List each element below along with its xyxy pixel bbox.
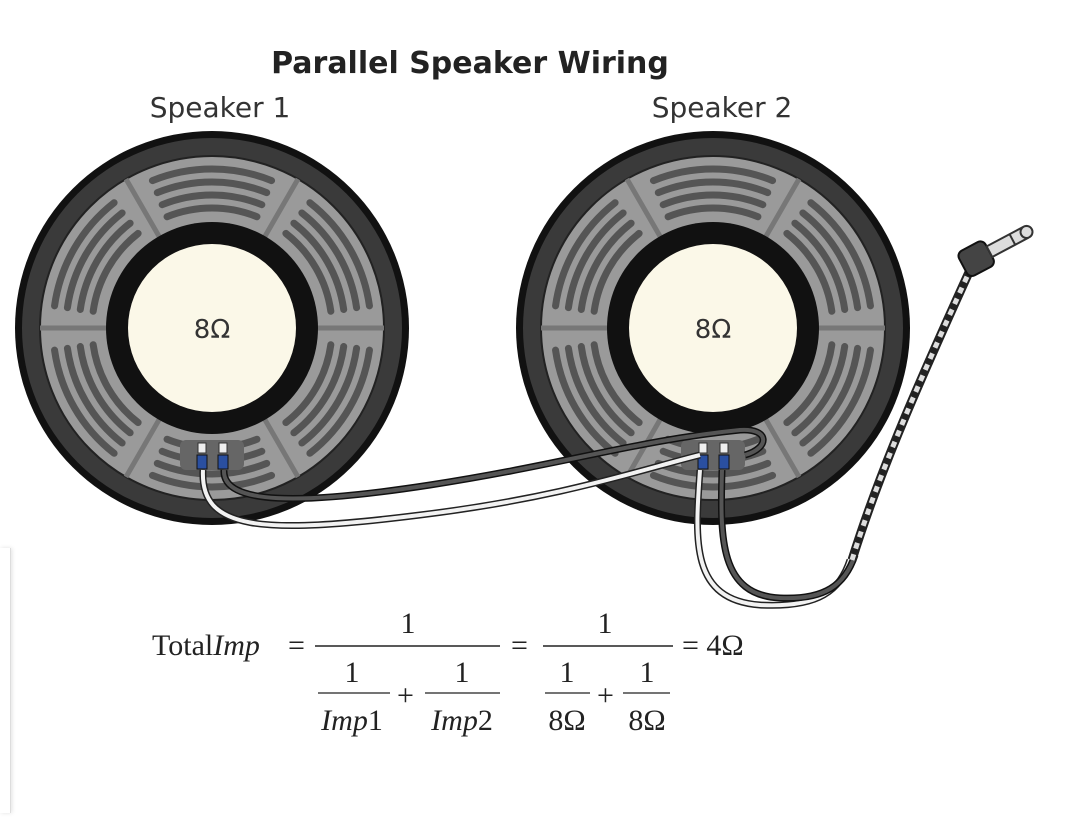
svg-text:1: 1 (455, 656, 470, 689)
speaker-2-label: Speaker 2 (652, 91, 793, 124)
svg-text:8Ω: 8Ω (628, 704, 665, 737)
svg-text:+: + (597, 679, 614, 712)
speaker-1-impedance: 8Ω (194, 315, 230, 345)
imp2: Imp2 (430, 704, 493, 737)
diagram-title: Parallel Speaker Wiring (271, 46, 669, 81)
imp1: Imp1 (320, 704, 383, 737)
svg-text:+: + (397, 679, 414, 712)
audio-jack-plug-icon (957, 224, 1034, 278)
terminal-connector (196, 454, 208, 470)
equals-2: = (511, 629, 528, 662)
svg-text:1: 1 (345, 656, 360, 689)
numerator-1: 1 (401, 607, 416, 640)
svg-text:8Ω: 8Ω (548, 704, 585, 737)
formula-lhs: TotalImp (152, 629, 260, 662)
speaker-1-label: Speaker 1 (150, 91, 291, 124)
speaker-2 (516, 131, 910, 525)
side-panel-edge (0, 548, 11, 813)
svg-text:1: 1 (640, 656, 655, 689)
dust-cap (629, 244, 797, 412)
black-wire (221, 427, 766, 501)
svg-text:1: 1 (560, 656, 575, 689)
terminal-connector (697, 454, 709, 470)
white-wire (200, 453, 701, 528)
terminal-connector (217, 454, 229, 470)
speaker-wires (199, 268, 975, 609)
equals-1: = (288, 629, 305, 662)
dust-cap (128, 244, 296, 412)
svg-text:1: 1 (598, 607, 613, 640)
formula-result: = 4Ω (682, 629, 744, 662)
terminal-connector (718, 454, 730, 470)
terminal-plate (180, 440, 244, 470)
speaker-2-impedance: 8Ω (695, 315, 731, 345)
impedance-formula: TotalImp = 1 1 Imp1 + 1 Imp2 = 1 1 8Ω + … (152, 607, 744, 737)
speaker-1 (15, 131, 409, 525)
